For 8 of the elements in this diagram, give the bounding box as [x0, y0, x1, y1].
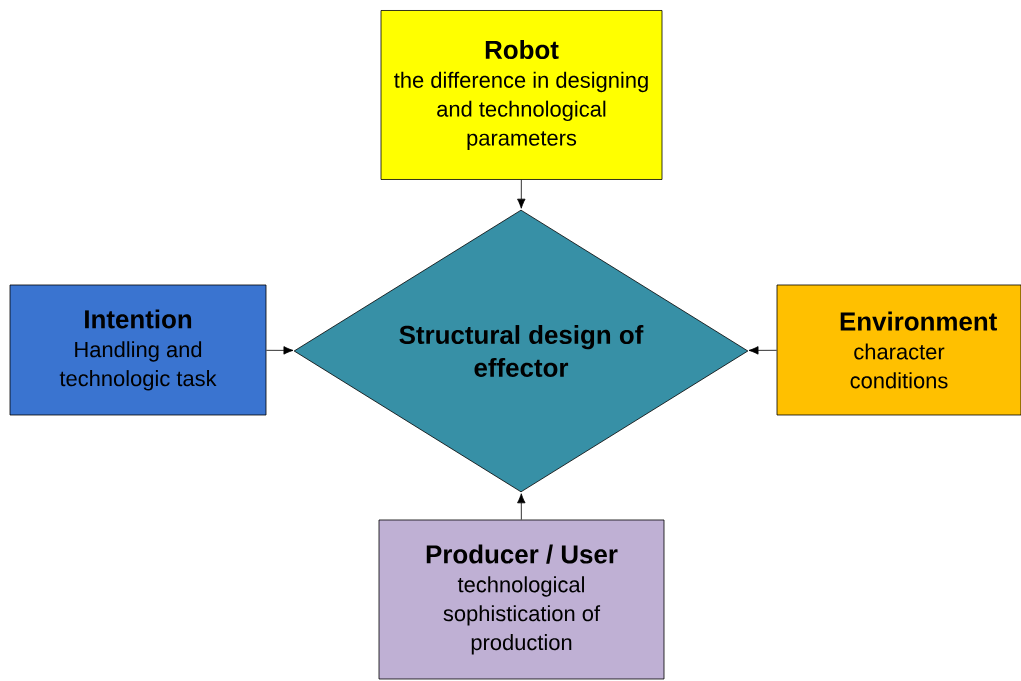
process-box: Producer / User technological sophistication of production: [378, 519, 665, 680]
process-box: Intention Handling and technologic task: [9, 284, 267, 416]
arrow: [748, 346, 777, 355]
arrow: [517, 179, 526, 209]
arrow: [517, 493, 526, 520]
arrow: [266, 346, 294, 355]
process-box: Robot the difference in designing and technological parameters: [380, 10, 663, 180]
process-box: Environment character conditions: [776, 284, 1021, 416]
